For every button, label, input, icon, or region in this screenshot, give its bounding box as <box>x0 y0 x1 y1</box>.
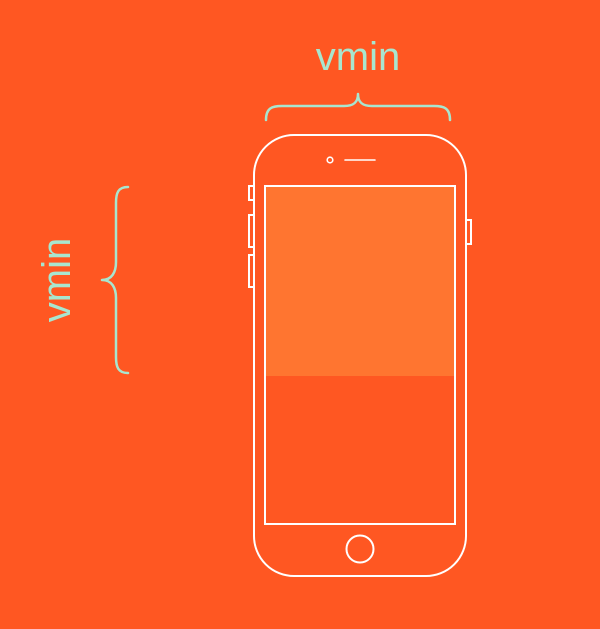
screen-top-region <box>265 186 455 376</box>
screen-bottom-region <box>265 376 455 524</box>
left-vmin-label: vmin <box>35 238 79 322</box>
home-button-icon <box>345 534 375 564</box>
top-vmin-label: vmin <box>316 35 400 79</box>
left-curly-brace-icon <box>100 185 130 375</box>
phone-right-side-button <box>466 219 472 245</box>
phone-screen <box>264 185 456 525</box>
phone-body <box>253 134 467 577</box>
smartphone-outline-icon <box>248 134 472 577</box>
top-curly-brace-icon <box>264 92 452 122</box>
front-camera-icon <box>326 156 334 164</box>
phone-left-side-buttons <box>248 185 254 288</box>
